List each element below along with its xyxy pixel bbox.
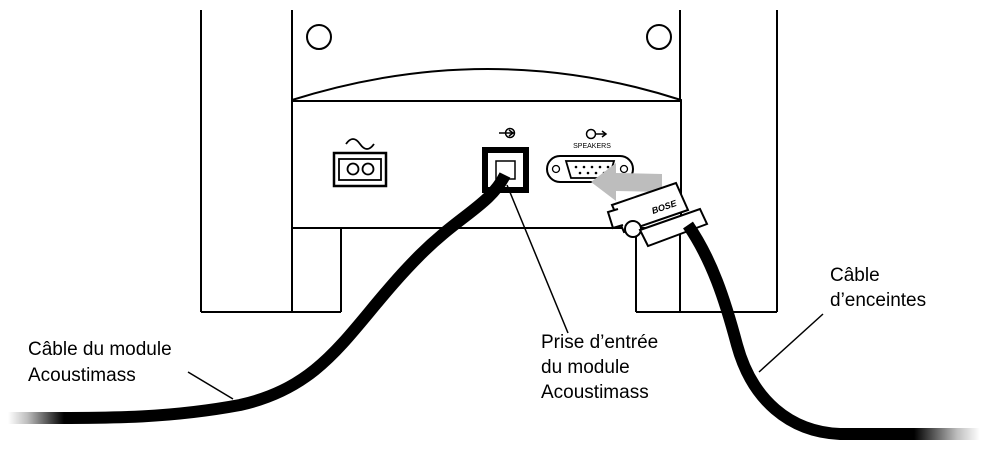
input-jack-leader	[506, 184, 569, 334]
mounting-hole-left	[306, 24, 332, 50]
input-jack-label: Prise d’entrée du module Acoustimass	[541, 332, 664, 403]
module-cable-label: Câble du module Acoustimass	[28, 339, 177, 386]
speaker-cable	[683, 221, 980, 440]
module-cable	[8, 172, 511, 424]
input-jack-label-line1: Prise d’entrée	[541, 332, 658, 353]
mounting-hole-right	[646, 24, 672, 50]
power-inlet	[332, 138, 388, 188]
speaker-cable-label-line2: d’enceintes	[830, 290, 926, 311]
input-jack-label-line3: Acoustimass	[541, 382, 649, 403]
output-icon	[585, 128, 608, 140]
module-cable-label-line2: Acoustimass	[28, 365, 136, 386]
ac-power-icon	[345, 138, 375, 150]
speakers-port-label: SPEAKERS	[573, 143, 611, 150]
module-cable-label-line1: Câble du module	[28, 339, 172, 360]
insertion-arrow	[591, 163, 662, 201]
input-icon	[499, 127, 516, 139]
module-cable-fade	[8, 412, 64, 424]
input-jack-label-line2: du module	[541, 357, 630, 378]
speaker-cable-fade	[914, 428, 980, 440]
speaker-cable-leader	[758, 313, 824, 373]
speaker-cable-plug: BOSE	[606, 181, 709, 248]
speaker-cable-label-line1: Câble	[830, 265, 880, 286]
module-cable-leader	[187, 371, 234, 400]
speaker-cable-label: Câble d’enceintes	[830, 265, 926, 311]
